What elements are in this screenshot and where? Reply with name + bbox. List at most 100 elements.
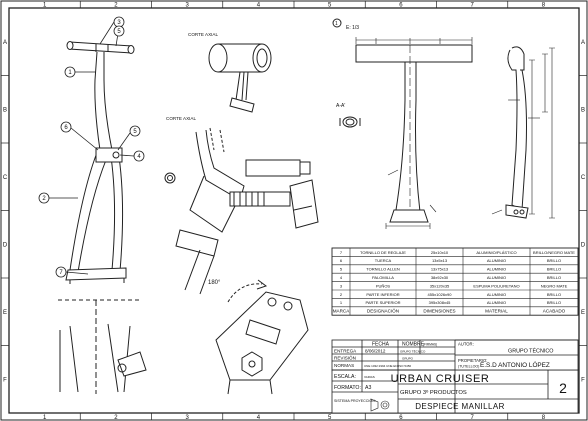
bom-cell: PARTE INFERIOR <box>366 292 399 297</box>
row-marker-left: A <box>3 40 7 46</box>
bom-header-cell: MATERIAL <box>485 309 508 314</box>
bom-cell: PUÑOS <box>376 283 391 288</box>
bom-cell: 13x75x13 <box>431 267 449 272</box>
bom-cell: PARTE SUPERIOR <box>366 300 401 305</box>
column-marker-top: 3 <box>185 3 189 9</box>
balloon-5: 5 <box>133 129 137 135</box>
bom-cell: 395x308x45 <box>429 300 452 305</box>
row-marker-right: A <box>581 40 585 46</box>
part-1-front-view <box>332 18 473 229</box>
bom-cell: 25x10x10 <box>431 250 449 255</box>
tb-nombre-entrega: GRUPO TÉCNICO <box>400 349 426 354</box>
tb-revision-label: REVISIÓN <box>334 355 356 361</box>
tb-sheet-number: 2 <box>559 380 567 396</box>
row-marker-right: B <box>581 107 585 113</box>
balloon-4: 4 <box>137 154 141 160</box>
bill-of-materials-table: 7 TORNILLO DE REGLAJE 25x10x10 ALUMINIO/PLÁ… <box>331 247 579 316</box>
bom-cell: ALUMINIO <box>487 275 506 280</box>
tb-autor-value: GRUPO TÉCNICO <box>508 348 553 355</box>
title-block-text: FECHA NOMBRE (FIRMAS) ENTREGA REVISIÓN N… <box>334 342 567 412</box>
bom-cell: ALUMINIO <box>487 300 506 305</box>
tb-autor-label: AUTOR: <box>458 342 474 347</box>
bom-cell: ALUMINIO/PLÁSTICO <box>476 250 516 255</box>
tb-escala-value: VARIAS <box>364 375 375 379</box>
rotation-angle-label: 180° <box>208 280 221 286</box>
bom-cell: 3 <box>340 283 343 288</box>
tb-nombre-header: NOMBRE <box>402 342 425 348</box>
tb-propietario-sub: (TUTELLOO) <box>458 365 479 369</box>
tb-group: GRUPO 3º PRODUCTOS <box>400 389 467 396</box>
tb-drawing-title: DESPIECE MANILLAR <box>415 402 505 411</box>
bom-cell: 13x5x13 <box>432 258 448 263</box>
bom-cell: 2 <box>340 292 343 297</box>
tb-entrega-label: ENTREGA <box>334 349 357 354</box>
section-aa-label: A-A' <box>336 103 345 109</box>
bom-cell: ALUMINIO <box>487 292 506 297</box>
row-marker-right: C <box>581 175 586 181</box>
bom-cell: ALUMINIO <box>487 267 506 272</box>
projection-symbol-icon <box>370 398 390 412</box>
row-marker-left: C <box>3 175 8 181</box>
tb-normas-label: NORMAS <box>334 363 354 368</box>
column-marker-top: 2 <box>114 3 118 9</box>
bom-cell: TUERCA <box>375 258 392 263</box>
tb-formato-label: FORMATO: <box>334 385 361 391</box>
bom-cell: 35x120x35 <box>430 283 450 288</box>
detail-number-1: 1 <box>335 21 338 27</box>
bom-header-cell: ACABADO <box>543 309 566 314</box>
scale-note: E: 1/3 <box>346 25 359 31</box>
bom-header-cell: MARCA <box>333 309 351 314</box>
axial-section-clamp-view <box>164 127 319 295</box>
bom-cell: BRILLO <box>547 258 561 263</box>
column-marker-top: 5 <box>328 3 332 9</box>
column-marker-top: 7 <box>470 3 474 9</box>
column-marker-bottom: 1 <box>43 415 47 421</box>
column-marker-bottom: 2 <box>114 415 118 421</box>
column-marker-bottom: 3 <box>185 415 189 421</box>
corte-axial-mid-label: CORTE AXIAL <box>166 116 196 121</box>
bom-cell: 38x92x30 <box>431 275 449 280</box>
balloon-5-top: 5 <box>117 29 121 35</box>
rotated-clamp-view <box>215 279 309 395</box>
bom-cell: BRILLO <box>547 275 561 280</box>
tb-sistema-label: SISTEMA PROYECCIÓN: <box>334 398 376 403</box>
bom-cell: BRILLO/NEGRO MATE <box>533 250 575 255</box>
tb-fecha-header: FECHA <box>372 342 390 348</box>
title-block <box>331 339 579 414</box>
handlebar-assembly-view <box>65 41 135 284</box>
balloon-7: 7 <box>59 270 63 276</box>
row-marker-left: F <box>3 377 7 383</box>
tb-fecha-entrega: 8/06/2012 <box>365 349 386 354</box>
balloon-2: 2 <box>42 196 46 202</box>
bom-cell: 6 <box>340 258 343 263</box>
bom-cell: 5 <box>340 267 343 272</box>
bom-cell: ESPUMA POLIURETANO <box>473 283 519 288</box>
bom-cell: ALUMINIO <box>487 258 506 263</box>
tb-propietario-value: E.S.D ANTONIO LÓPEZ <box>480 360 550 369</box>
row-marker-left: E <box>3 310 7 316</box>
balloon-3: 3 <box>117 20 121 26</box>
tb-nombre-revision: GRUPO <box>402 357 414 361</box>
corte-axial-top-label: CORTE AXIAL <box>188 32 218 37</box>
bom-cell: BRILLO <box>547 292 561 297</box>
tb-normas-value: UNE 1032:1994 UNE EN ISO 5456 <box>364 364 411 368</box>
tb-project-title: URBAN CRUISER <box>391 373 490 385</box>
lower-clamp-detail-view <box>58 299 147 394</box>
column-marker-top: 1 <box>43 3 47 9</box>
bom-cell: 455x1026x90 <box>427 292 452 297</box>
bom-cell: 7 <box>340 250 343 255</box>
bom-cell: 4 <box>340 275 343 280</box>
bom-header-cell: DESIGNACIÓN <box>367 308 399 314</box>
bom-cell: NEGRO MATE <box>541 283 568 288</box>
balloon-callouts <box>38 16 145 278</box>
row-marker-right: E <box>581 310 585 316</box>
balloon-6: 6 <box>64 125 68 131</box>
bom-cell: TORNILLO DE REGLAJE <box>360 250 406 255</box>
row-marker-left: D <box>3 242 8 248</box>
row-marker-right: F <box>581 377 585 383</box>
balloon-1: 1 <box>68 70 72 76</box>
tb-formato-value: A3 <box>365 385 371 391</box>
tb-propietario-label: PROPIETARIO: <box>458 358 487 363</box>
